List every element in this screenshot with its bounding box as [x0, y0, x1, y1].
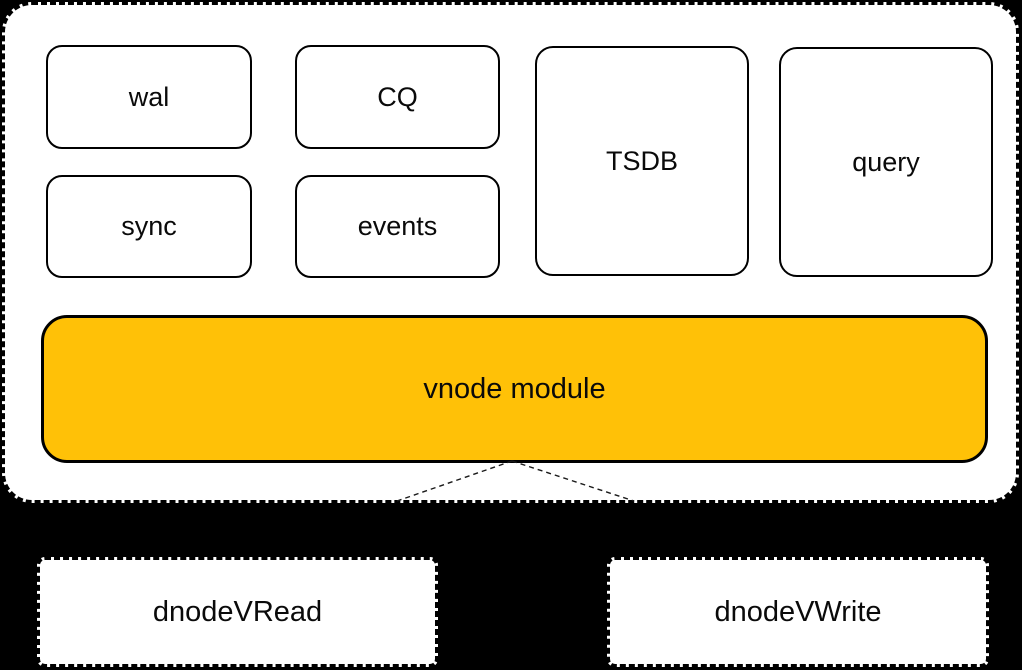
- module-box-tsdb: TSDB: [535, 46, 749, 276]
- module-label-cq: CQ: [377, 81, 418, 112]
- vnode-group-container: wal CQ sync events TSDB query vnode modu…: [2, 2, 1019, 503]
- module-label-tsdb: TSDB: [605, 145, 678, 176]
- module-label-sync: sync: [121, 211, 177, 241]
- dnode-vread-label: dnodeVRead: [152, 595, 323, 628]
- dnode-vwrite-box: dnodeVWrite: [607, 557, 989, 667]
- module-label-query: query: [852, 146, 920, 177]
- dnode-vread-box: dnodeVRead: [37, 557, 438, 667]
- module-label-events: events: [357, 211, 438, 241]
- module-box-query: query: [779, 47, 993, 277]
- module-box-sync: sync: [46, 175, 252, 278]
- module-box-events: events: [295, 175, 500, 278]
- module-box-wal: wal: [46, 45, 252, 149]
- module-label-wal: wal: [128, 81, 170, 112]
- module-box-cq: CQ: [295, 45, 500, 149]
- vnode-module-label: vnode module: [423, 372, 606, 405]
- vnode-module-bar: vnode module: [41, 315, 988, 463]
- dnode-vwrite-label: dnodeVWrite: [714, 595, 882, 628]
